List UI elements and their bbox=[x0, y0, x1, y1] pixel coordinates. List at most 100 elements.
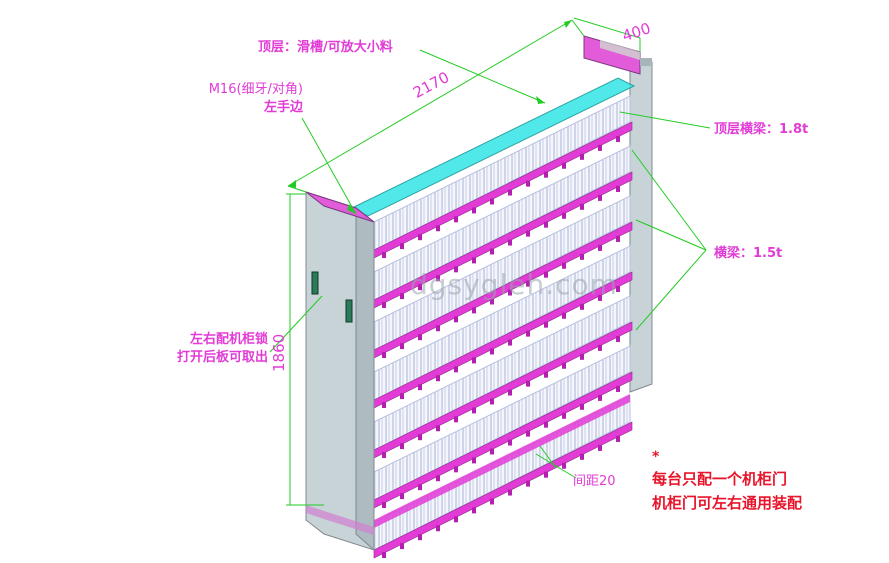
beam-rivet bbox=[472, 507, 476, 514]
beam-label: 横梁：1.5t bbox=[714, 246, 783, 261]
beam-rivet bbox=[526, 280, 530, 287]
m16-label-line2: 左手边 bbox=[263, 100, 303, 115]
right-post bbox=[629, 61, 653, 393]
beam-rivet bbox=[454, 316, 458, 323]
beam-rivet bbox=[382, 552, 386, 559]
beam-rivet bbox=[472, 207, 476, 214]
lock-slot-right bbox=[345, 299, 353, 323]
beam-rivet bbox=[526, 230, 530, 237]
beam-rivet bbox=[526, 480, 530, 487]
beam-rivet bbox=[598, 394, 602, 401]
beam-rivet bbox=[580, 203, 584, 210]
shelves bbox=[373, 95, 633, 559]
height-dimension: 1860 bbox=[270, 333, 288, 372]
beam-rivet bbox=[580, 353, 584, 360]
beam-rivet bbox=[418, 234, 422, 241]
top-beam-label: 顶层横梁：1.8t bbox=[714, 122, 809, 137]
beam-rivet bbox=[616, 185, 620, 192]
lock-label-line2: 打开后板可取出 bbox=[176, 350, 268, 365]
beam-rivet bbox=[562, 362, 566, 369]
m16-label-line1: M16(细牙/对角) bbox=[208, 82, 303, 97]
beam-rivet bbox=[454, 416, 458, 423]
beam-rivet bbox=[436, 425, 440, 432]
beam-rivet bbox=[382, 352, 386, 359]
spacing-dimension: 间距20 bbox=[573, 474, 616, 489]
beam-rivet bbox=[508, 489, 512, 496]
beam-rivet bbox=[436, 525, 440, 532]
beam-rivet bbox=[436, 275, 440, 282]
beam-rivet bbox=[490, 198, 494, 205]
left-post-cap bbox=[305, 191, 375, 223]
beam-rivet bbox=[616, 385, 620, 392]
beam-rivet bbox=[544, 171, 548, 178]
beam-rivet bbox=[580, 453, 584, 460]
beam-rivet bbox=[490, 448, 494, 455]
leader-lines bbox=[269, 49, 711, 479]
beam-rivet bbox=[508, 189, 512, 196]
beam-rivet bbox=[544, 371, 548, 378]
beam-rivet bbox=[472, 307, 476, 314]
beam-rivet bbox=[382, 452, 386, 459]
beam-rivet bbox=[544, 321, 548, 328]
beam-rivet bbox=[490, 498, 494, 505]
depth-dim-line bbox=[573, 17, 641, 39]
beam-rivet bbox=[400, 443, 404, 450]
beam-rivet bbox=[598, 144, 602, 151]
beam-rivet bbox=[544, 271, 548, 278]
beam-rivet bbox=[616, 335, 620, 342]
beam-rivet bbox=[400, 343, 404, 350]
beam-rivet bbox=[598, 194, 602, 201]
beam-rivet bbox=[418, 484, 422, 491]
beam-rivet bbox=[508, 289, 512, 296]
beam-rivet bbox=[418, 284, 422, 291]
beam-rivet bbox=[580, 303, 584, 310]
beam-rivet bbox=[562, 162, 566, 169]
beam-rivet bbox=[490, 348, 494, 355]
beam-rivet bbox=[472, 357, 476, 364]
beam-rivet bbox=[418, 434, 422, 441]
beam-rivet bbox=[472, 257, 476, 264]
beam-rivet bbox=[526, 330, 530, 337]
beam-rivet bbox=[490, 248, 494, 255]
beam-rivet bbox=[526, 380, 530, 387]
beam-rivet bbox=[472, 407, 476, 414]
beam-rivet bbox=[436, 325, 440, 332]
beam-rivet bbox=[526, 430, 530, 437]
beam-rivet bbox=[400, 293, 404, 300]
note-asterisk: * bbox=[652, 449, 660, 465]
beam-rivet bbox=[454, 266, 458, 273]
shelf-beam bbox=[373, 421, 633, 559]
beam-rivet bbox=[382, 302, 386, 309]
beam-rivet bbox=[490, 398, 494, 405]
base-beam bbox=[374, 394, 630, 528]
width-dim-line bbox=[287, 19, 573, 187]
beam-rivet bbox=[400, 543, 404, 550]
beam-rivet bbox=[598, 244, 602, 251]
note-line2: 机柜门可左右通用装配 bbox=[652, 494, 803, 512]
beam-rivet bbox=[580, 253, 584, 260]
beam-rivet bbox=[616, 285, 620, 292]
beam-rivet bbox=[616, 235, 620, 242]
note-line1: 每台只配一个机柜门 bbox=[652, 470, 788, 488]
beam-rivet bbox=[382, 402, 386, 409]
beam-rivet bbox=[580, 403, 584, 410]
beam-rivet bbox=[562, 412, 566, 419]
beam-rivet bbox=[436, 475, 440, 482]
beam-rivet bbox=[598, 444, 602, 451]
beam-rivet bbox=[382, 252, 386, 259]
beam-rivet bbox=[490, 298, 494, 305]
beam-rivet bbox=[562, 212, 566, 219]
beam-rivet bbox=[562, 462, 566, 469]
beam-rivet bbox=[598, 294, 602, 301]
lock-slot-left bbox=[311, 271, 319, 295]
beam-rivet bbox=[544, 421, 548, 428]
beam-rivet bbox=[418, 384, 422, 391]
lock-label-line1: 左右配机柜锁 bbox=[189, 332, 268, 347]
beam-rivet bbox=[400, 243, 404, 250]
beam-rivet bbox=[616, 135, 620, 142]
beam-rivet bbox=[454, 516, 458, 523]
beam-rivet bbox=[454, 366, 458, 373]
beam-rivet bbox=[418, 334, 422, 341]
beam-rivet bbox=[544, 471, 548, 478]
